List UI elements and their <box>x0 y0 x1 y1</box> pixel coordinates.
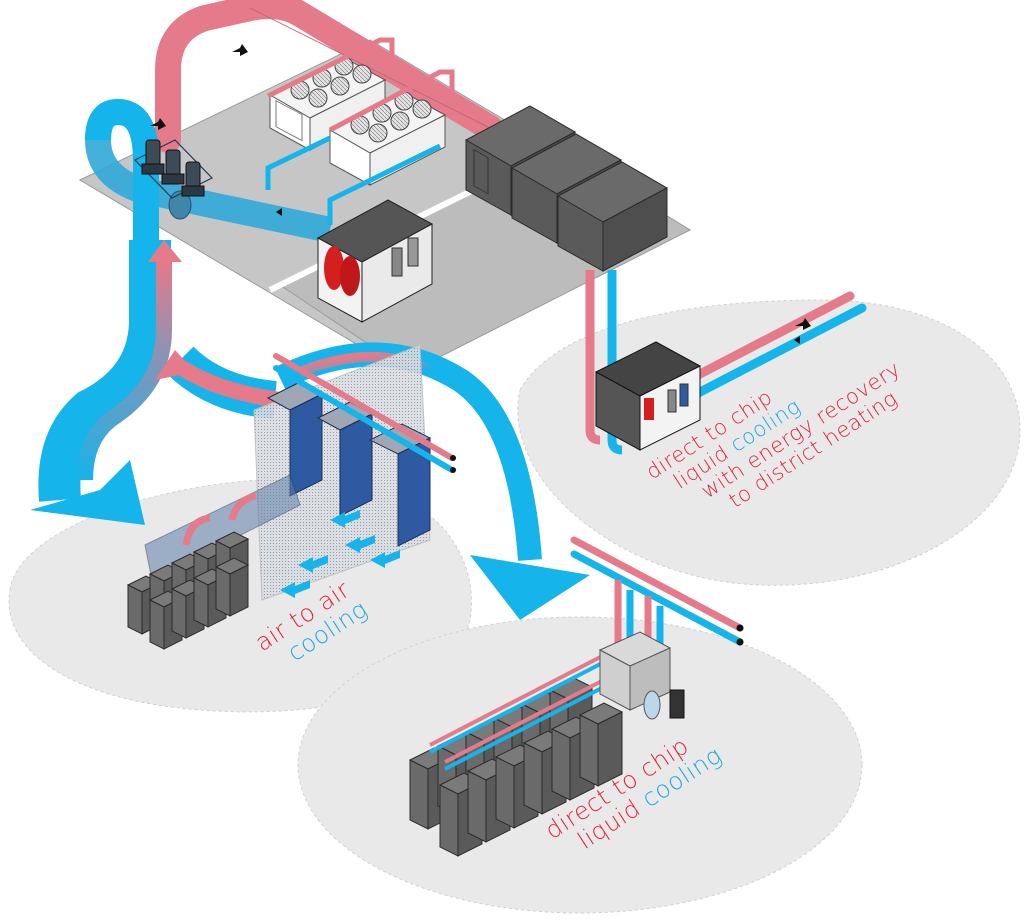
cold-air-arrow-icon <box>280 580 310 598</box>
cdu-unit <box>598 631 685 720</box>
cold-air-arrow-icon <box>345 535 375 553</box>
rear-door-unit <box>316 401 374 517</box>
flow-arrow-icon <box>276 208 290 216</box>
air-cooled-rack-row <box>126 474 400 650</box>
expansion-tank <box>324 246 344 290</box>
dry-cooler <box>328 91 447 186</box>
pump-unit <box>181 161 205 197</box>
cold-air-arrow-icon <box>298 555 328 573</box>
flow-arrow-icon <box>795 318 811 330</box>
heat-recovery-unit <box>594 341 702 451</box>
cold-air-arrow-icon <box>370 550 400 568</box>
pump-skid <box>133 139 214 199</box>
server-rack <box>214 557 250 617</box>
cold-air-arrow-icon <box>330 510 360 528</box>
flow-arrow-icon <box>794 336 808 344</box>
chiller-unit <box>316 199 434 323</box>
hot-return-pipe <box>155 0 503 153</box>
dry-cooler <box>268 56 387 151</box>
liquid-cooled-rack-rows <box>408 536 744 857</box>
airflow-arrows <box>30 240 590 620</box>
cold-supply-pipe <box>84 98 333 250</box>
flow-arrow-icon <box>232 44 248 56</box>
pump-unit <box>161 149 185 185</box>
container-module <box>556 161 669 272</box>
pump-unit <box>141 139 165 175</box>
flow-arrow-icon <box>150 118 166 130</box>
rear-door-coolers <box>253 344 456 601</box>
server-rack <box>578 702 624 787</box>
buffer-tank <box>643 690 661 720</box>
cooler-pipes <box>265 37 455 225</box>
